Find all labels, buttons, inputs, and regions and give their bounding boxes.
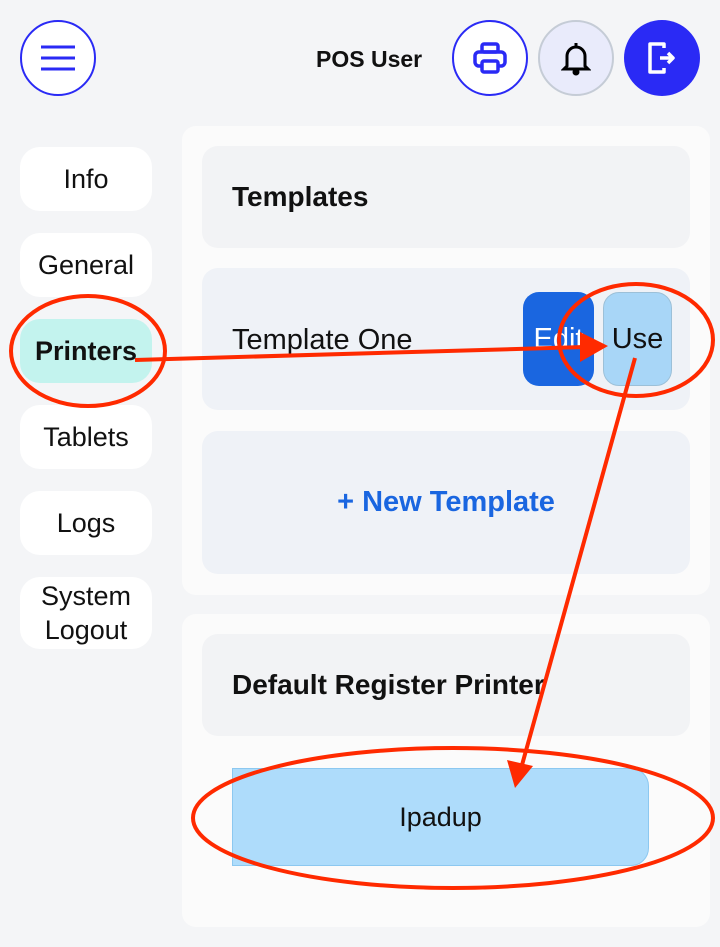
default-printer-select[interactable]: Ipadup (232, 768, 649, 866)
use-template-button[interactable]: Use (603, 292, 672, 386)
sidebar-item-general[interactable]: General (20, 233, 152, 297)
sidebar-item-label: Info (63, 164, 109, 194)
annotation-circle-use (557, 282, 715, 398)
sidebar-item-printers[interactable]: Printers (20, 319, 152, 383)
notifications-button[interactable] (538, 20, 614, 96)
bell-icon (561, 43, 591, 76)
new-template-label: + New Template (337, 486, 555, 518)
annotation-arrowhead (580, 332, 608, 362)
hamburger-icon (41, 45, 75, 71)
annotation-arrowhead (507, 760, 533, 788)
templates-panel: Templates Template One Edit Use + New Te… (182, 126, 710, 595)
annotation-circle-printers (9, 294, 167, 408)
default-printer-header: Default Register Printer (202, 634, 690, 736)
logout-icon (648, 42, 675, 74)
sidebar-item-info[interactable]: Info (20, 147, 152, 211)
default-printer-value: Ipadup (399, 801, 482, 832)
sidebar-item-logs[interactable]: Logs (20, 491, 152, 555)
annotation-circle-printer-select (191, 746, 715, 890)
printer-icon (473, 42, 507, 74)
templates-header: Templates (202, 146, 690, 248)
sidebar-item-label: Printers (34, 336, 138, 366)
annotation-arrow-line (520, 357, 637, 766)
sidebar-item-label: Logs (56, 508, 116, 538)
default-printer-panel: Default Register Printer Ipadup (182, 614, 710, 927)
use-label: Use (611, 322, 664, 355)
logout-button[interactable] (624, 20, 700, 96)
sidebar-item-system-logout[interactable]: System Logout (20, 577, 152, 649)
annotation-arrow-line (134, 345, 586, 362)
sidebar-item-label: General (37, 250, 135, 280)
templates-title: Templates (232, 181, 369, 212)
default-printer-title: Default Register Printer (232, 669, 545, 700)
sidebar-item-label: System Logout (40, 581, 132, 645)
sidebar-item-label: Tablets (43, 422, 129, 452)
template-name: Template One (232, 324, 413, 356)
template-row: Template One Edit Use (202, 268, 690, 410)
sidebar-item-tablets[interactable]: Tablets (20, 405, 152, 469)
print-button[interactable] (452, 20, 528, 96)
menu-button[interactable] (20, 20, 96, 96)
user-name: POS User (316, 46, 423, 72)
